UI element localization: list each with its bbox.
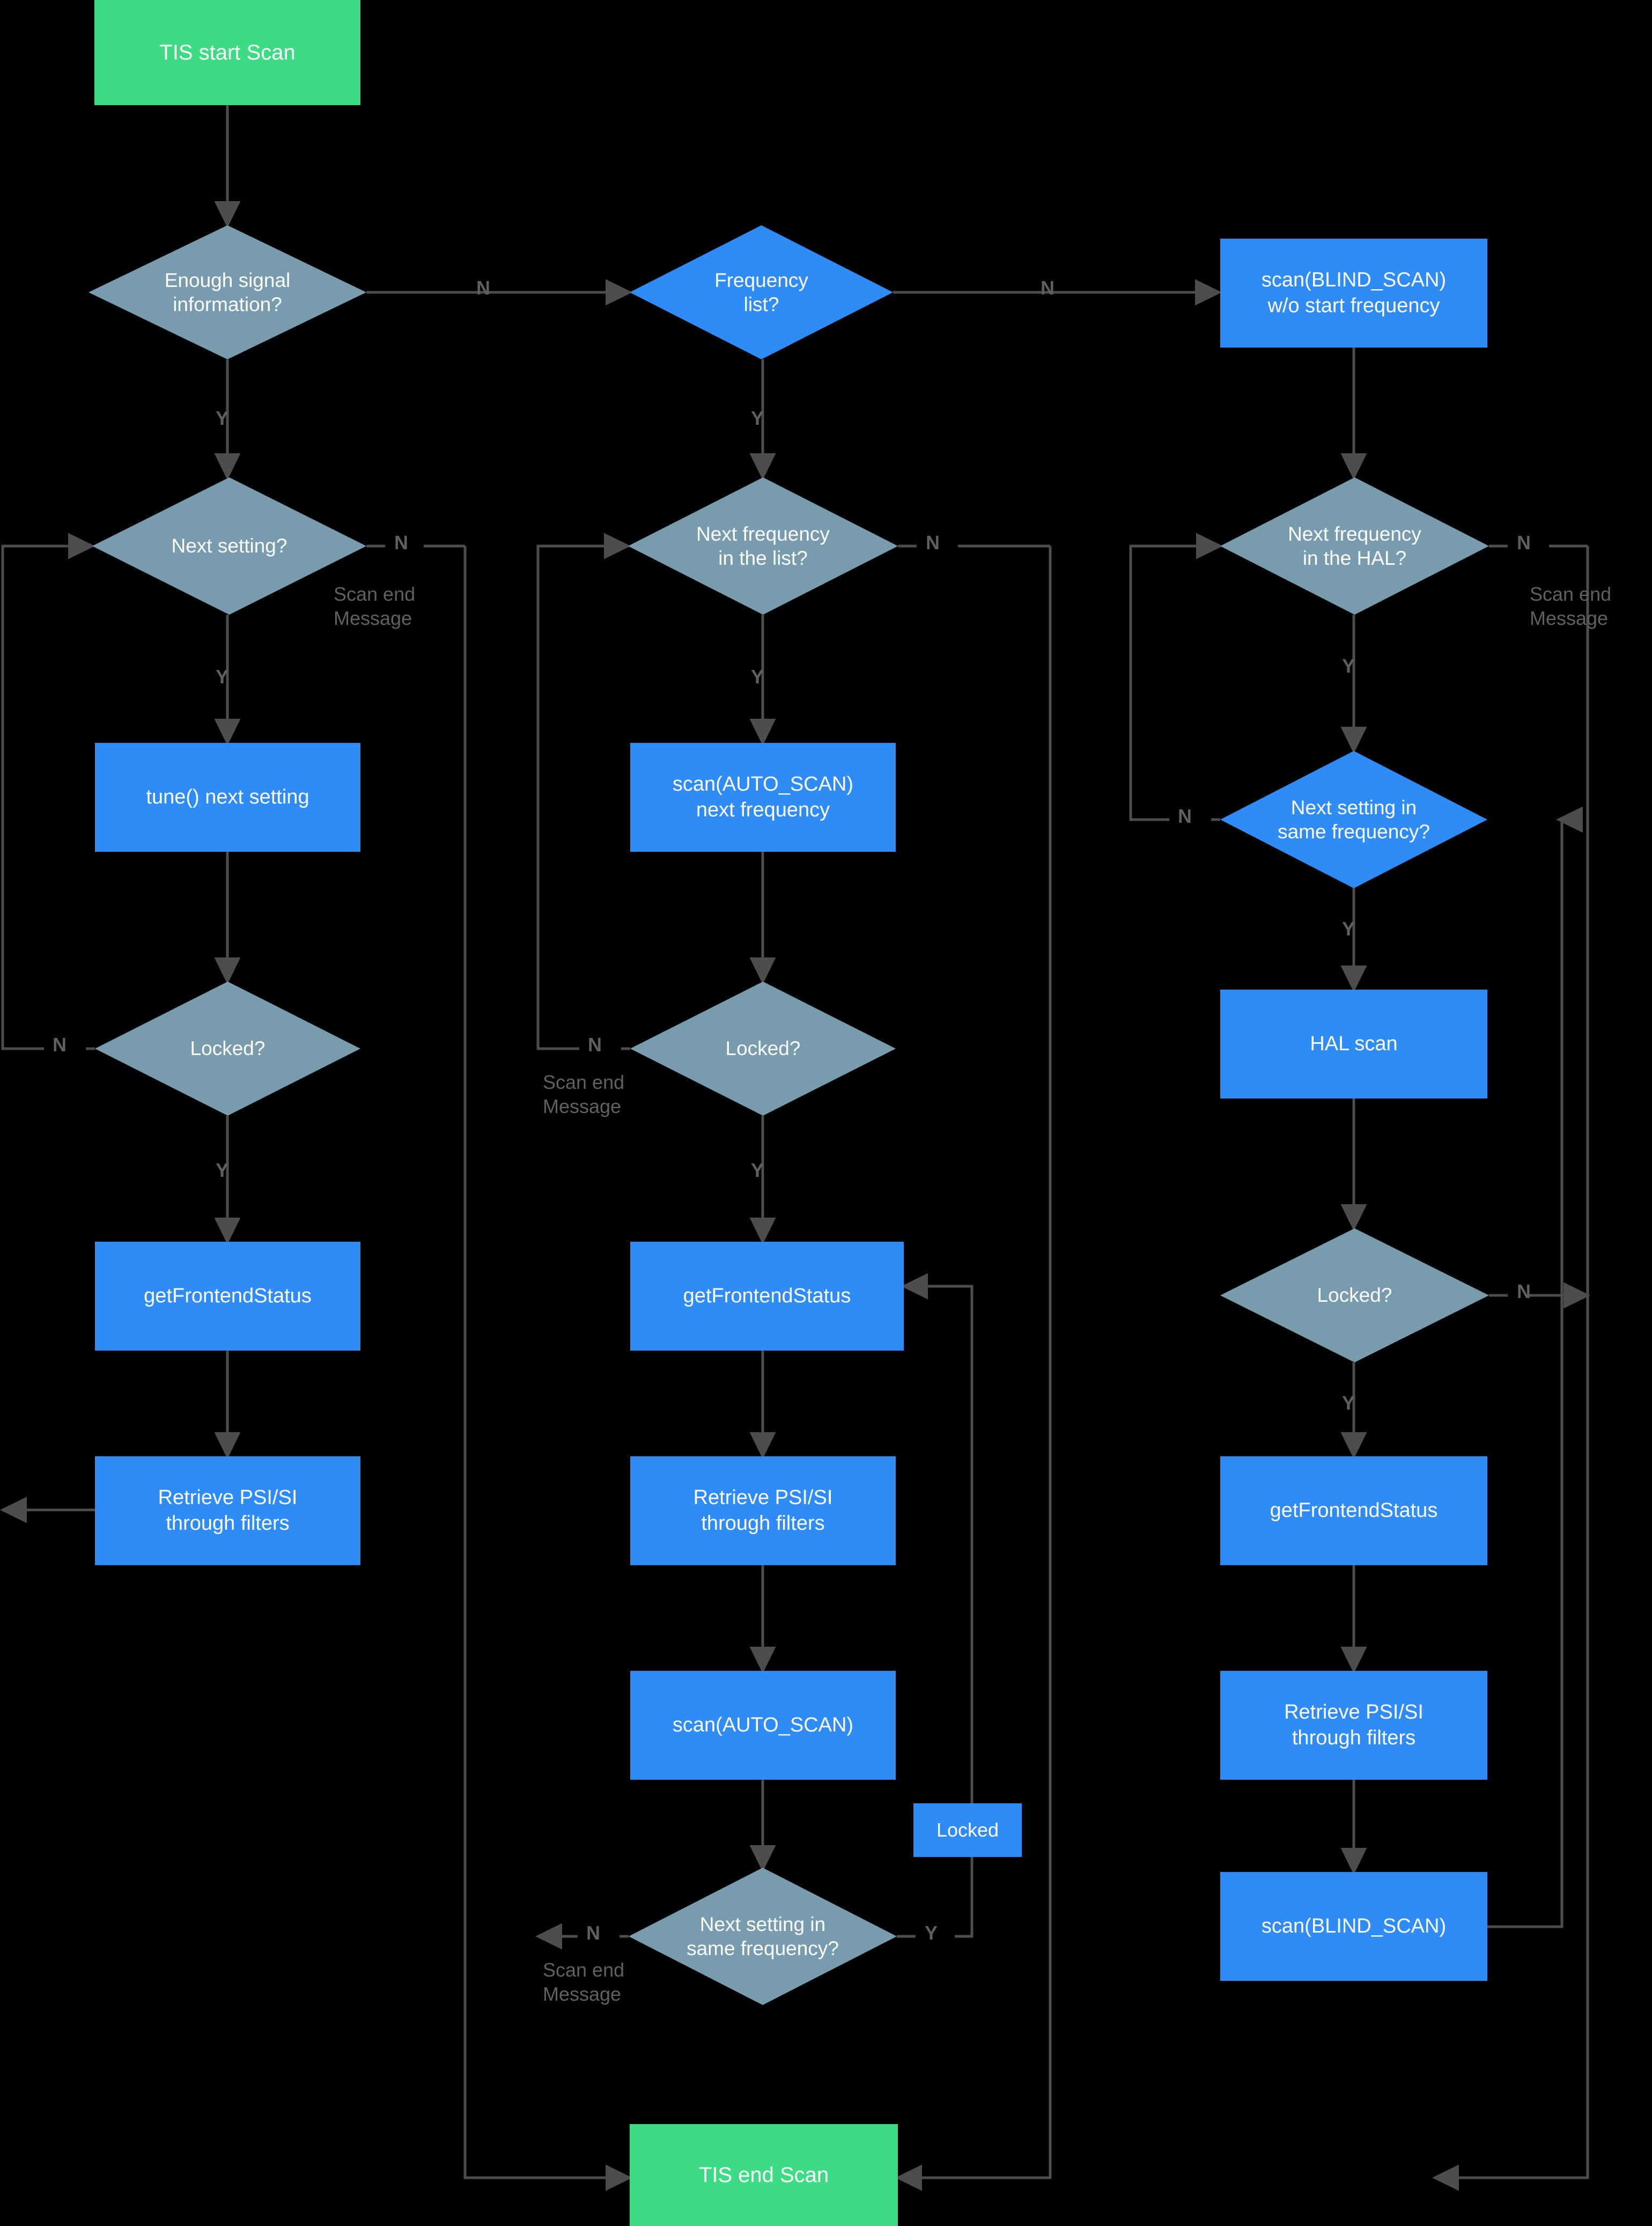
edge-label-n-next-setting: N bbox=[394, 532, 408, 554]
edge-label-y-next-setting-same-freq-right: Y bbox=[1342, 918, 1355, 940]
node-locked-left[interactable]: Locked? bbox=[95, 982, 360, 1116]
diamond-shape bbox=[95, 982, 360, 1116]
node-label: getFrontendStatus bbox=[683, 1284, 851, 1307]
node-label: scan(BLIND_SCAN) w/o start frequency bbox=[1261, 268, 1447, 317]
edge-label-n-locked-mid: N bbox=[588, 1034, 602, 1056]
node-tis-start-scan[interactable]: TIS start Scan bbox=[94, 0, 360, 105]
edge-locked-mid-n-loop bbox=[536, 533, 631, 1050]
edge-label-y-enough-signal: Y bbox=[216, 407, 229, 429]
diamond-shape bbox=[1220, 751, 1487, 888]
edge-next-setting-n-to-end bbox=[463, 546, 632, 2191]
node-locked-badge[interactable]: Locked bbox=[913, 1803, 1022, 1857]
diamond-shape bbox=[628, 477, 898, 615]
node-next-setting-in-same-frequency-mid[interactable]: Next setting in same frequency? bbox=[629, 1868, 897, 2005]
edge-label-y-locked-left: Y bbox=[216, 1159, 229, 1181]
node-locked-right[interactable]: Locked? bbox=[1220, 1228, 1489, 1362]
edge-label-y-frequency-list: Y bbox=[751, 407, 764, 429]
edge-label-y-next-setting: Y bbox=[216, 666, 229, 688]
node-label: TIS end Scan bbox=[698, 2163, 829, 2187]
edge-label-y-next-setting-same-freq-mid: Y bbox=[925, 1922, 938, 1944]
note-scan-end-message-right: Scan end Message bbox=[1530, 583, 1612, 629]
node-label: scan(BLIND_SCAN) bbox=[1261, 1914, 1447, 1937]
node-retrieve-psi-si-right[interactable]: Retrieve PSI/SI through filters bbox=[1220, 1671, 1487, 1780]
diamond-shape bbox=[92, 477, 366, 615]
node-retrieve-psi-si-left[interactable]: Retrieve PSI/SI through filters bbox=[95, 1456, 360, 1565]
edge-next-freq-list-n-to-end bbox=[895, 546, 1052, 2191]
node-label: HAL scan bbox=[1310, 1032, 1398, 1055]
edge-label-n-next-freq-hal: N bbox=[1517, 532, 1531, 554]
diamond-shape bbox=[630, 982, 896, 1116]
edge-label-n-next-freq-list: N bbox=[926, 532, 940, 554]
node-next-setting-in-same-frequency-right[interactable]: Next setting in same frequency? bbox=[1220, 751, 1487, 888]
edge-locked-left-n-loop bbox=[1, 533, 95, 1050]
edge-next-freq-hal-n-to-end bbox=[1432, 546, 1589, 2191]
node-label: Retrieve PSI/SI through filters bbox=[1284, 1700, 1424, 1749]
edge-label-y-next-freq-list: Y bbox=[751, 666, 764, 688]
node-get-frontend-status-mid[interactable]: getFrontendStatus bbox=[630, 1242, 904, 1351]
edge-label-n-locked-left: N bbox=[53, 1034, 67, 1056]
edge-next-setting-same-right-n-loop bbox=[1129, 533, 1223, 821]
edge-label-y-locked-mid: Y bbox=[751, 1159, 764, 1181]
diamond-shape bbox=[1220, 477, 1489, 615]
node-label: scan(AUTO_SCAN) bbox=[672, 1713, 854, 1736]
node-label: getFrontendStatus bbox=[144, 1284, 312, 1307]
node-frequency-list[interactable]: Frequency list? bbox=[630, 225, 893, 359]
node-tis-end-scan[interactable]: TIS end Scan bbox=[630, 2124, 898, 2226]
node-get-frontend-status-left[interactable]: getFrontendStatus bbox=[95, 1242, 360, 1351]
node-retrieve-psi-si-mid[interactable]: Retrieve PSI/SI through filters bbox=[630, 1456, 896, 1565]
node-label: tune() next setting bbox=[146, 785, 309, 808]
node-label: Retrieve PSI/SI through filters bbox=[158, 1486, 298, 1535]
edge-label-n-next-setting-same-freq-right: N bbox=[1178, 805, 1192, 827]
node-tune-next-setting[interactable]: tune() next setting bbox=[95, 743, 360, 852]
node-next-frequency-in-the-list[interactable]: Next frequency in the list? bbox=[628, 477, 898, 615]
node-label: getFrontendStatus bbox=[1270, 1499, 1438, 1522]
node-label: Retrieve PSI/SI through filters bbox=[693, 1486, 833, 1535]
edge-label-n-frequency-list: N bbox=[1041, 277, 1054, 299]
node-next-frequency-in-the-hal[interactable]: Next frequency in the HAL? bbox=[1220, 477, 1489, 615]
node-scan-blind-scan[interactable]: scan(BLIND_SCAN) bbox=[1220, 1872, 1487, 1981]
node-scan-auto-scan-next-frequency[interactable]: scan(AUTO_SCAN) next frequency bbox=[630, 743, 896, 852]
node-scan-blind-scan-wo-start-frequency[interactable]: scan(BLIND_SCAN) w/o start frequency bbox=[1220, 239, 1487, 348]
edge-blind-scan-to-next-setting-same-right bbox=[1436, 806, 1583, 1928]
edge-label-n-enough-signal: N bbox=[476, 277, 490, 299]
diamond-shape bbox=[88, 225, 366, 359]
node-locked-mid[interactable]: Locked? bbox=[630, 982, 896, 1116]
node-label: TIS start Scan bbox=[159, 40, 296, 64]
node-hal-scan[interactable]: HAL scan bbox=[1220, 990, 1487, 1099]
note-scan-end-message-left: Scan end Message bbox=[334, 583, 416, 629]
node-enough-signal-information[interactable]: Enough signal information? bbox=[88, 225, 366, 359]
edge-label-y-locked-right: Y bbox=[1342, 1392, 1355, 1414]
node-label: scan(AUTO_SCAN) next frequency bbox=[672, 772, 854, 821]
diamond-shape bbox=[630, 225, 893, 359]
edge-label-y-next-freq-hal: Y bbox=[1342, 655, 1355, 677]
node-get-frontend-status-right[interactable]: getFrontendStatus bbox=[1220, 1456, 1487, 1565]
edge-label-n-next-setting-same-freq-mid: N bbox=[586, 1922, 600, 1944]
node-scan-auto-scan[interactable]: scan(AUTO_SCAN) bbox=[630, 1671, 896, 1780]
note-scan-end-message-mid-bottom: Scan end Message bbox=[543, 1959, 625, 2005]
note-scan-end-message-mid-top: Scan end Message bbox=[543, 1071, 625, 1117]
node-label: Locked bbox=[936, 1819, 999, 1841]
edge-label-n-locked-right: N bbox=[1517, 1280, 1531, 1302]
diamond-shape bbox=[629, 1868, 897, 2005]
diamond-shape bbox=[1220, 1228, 1489, 1362]
node-next-setting[interactable]: Next setting? bbox=[92, 477, 366, 615]
